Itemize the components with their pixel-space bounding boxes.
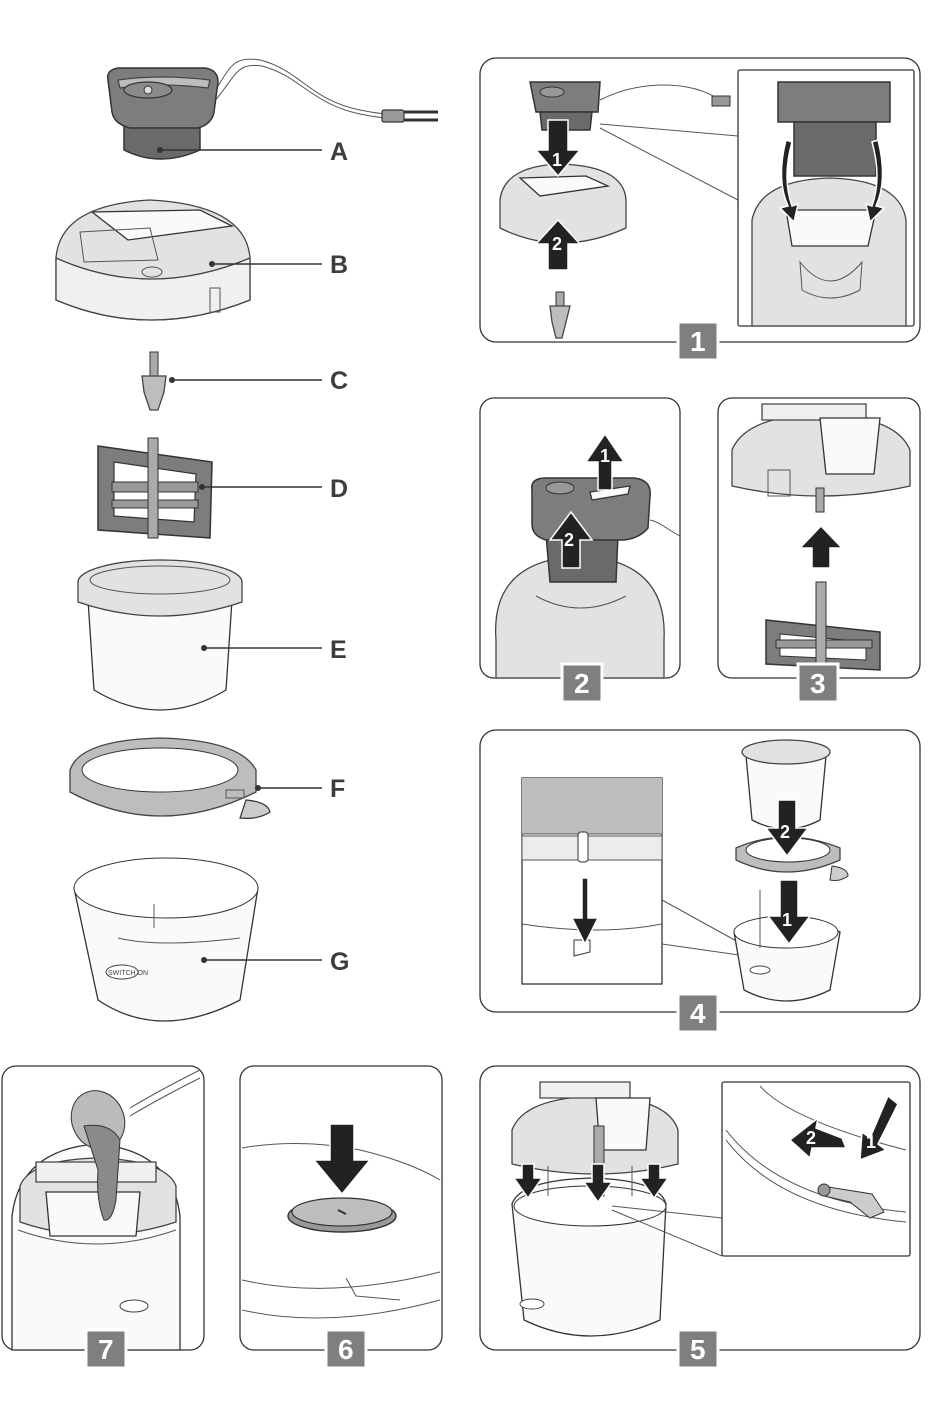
step-4-panel: 2 1 4 [480,730,920,1032]
step-2-arrow-label-1: 1 [600,446,610,466]
step-2-panel: 1 2 2 [480,398,680,702]
step-7-panel: 7 [2,1066,204,1368]
part-a-motor-unit [108,59,438,159]
part-label-e: E [330,636,347,664]
step-7-badge: 7 [98,1334,114,1365]
part-d-paddle [98,438,212,538]
part-label-b: B [330,251,348,279]
step-6-panel: 6 [240,1066,442,1368]
step-6-badge: 6 [338,1334,354,1365]
step-5-arrow-label-2: 2 [806,1128,816,1148]
step-1-panel: 1 2 1 [480,58,920,360]
step-5-badge: 5 [690,1334,706,1365]
part-label-g: G [330,948,349,976]
step-1-badge: 1 [690,326,706,357]
part-label-c: C [330,367,348,395]
part-f-ring [70,738,270,818]
step-3-panel: 3 [718,398,920,702]
step-5-panel: 1 2 5 [480,1066,920,1368]
part-g-base: SWITCH ON [74,858,258,1021]
part-e-bowl [78,560,242,710]
part-b-lid [56,200,250,320]
brand-label-g: SWITCH ON [108,970,148,977]
step-4-arrow-label-2: 2 [780,822,790,842]
step-1-arrow-label-1: 1 [552,150,562,170]
part-label-f: F [330,775,345,803]
step-3-badge: 3 [810,668,826,699]
step-2-arrow-label-2: 2 [564,530,574,550]
part-c-drive-shaft [142,352,166,410]
step-5-arrow-label-1: 1 [866,1132,876,1152]
step-1-arrow-label-2: 2 [552,234,562,254]
step-4-badge: 4 [690,998,706,1029]
step-2-badge: 2 [574,668,590,699]
part-label-d: D [330,475,348,503]
part-label-a: A [330,138,348,166]
step-4-arrow-label-1: 1 [782,910,792,930]
